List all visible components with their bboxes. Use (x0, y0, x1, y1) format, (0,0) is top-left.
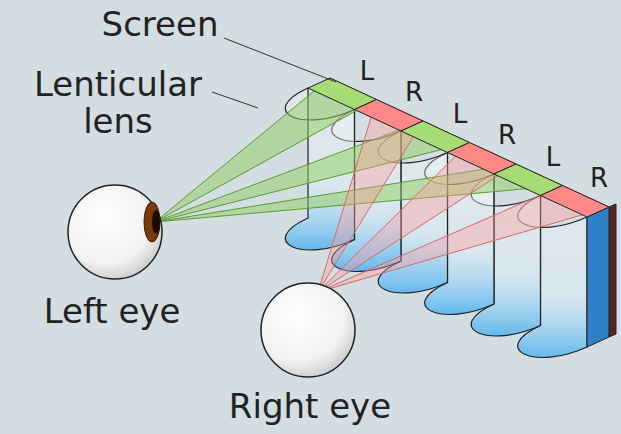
screen-strip (308, 78, 609, 217)
screen-side (609, 204, 616, 337)
pupil (152, 210, 160, 234)
eyeball (68, 185, 162, 279)
pixel-label: R (498, 121, 516, 150)
lens-cut-face (587, 207, 609, 347)
view-cone (318, 143, 516, 293)
eye-label: Left eye (44, 293, 181, 330)
screen-label: Screen (102, 6, 219, 43)
left-eye (68, 185, 162, 279)
leader-line (224, 38, 336, 82)
right-view-cones (318, 100, 609, 293)
pixel-label: R (405, 78, 423, 107)
iris (144, 202, 160, 242)
pixel-label: R (590, 164, 608, 193)
leader-line (212, 92, 258, 108)
pixel-label: L (453, 100, 468, 129)
eye-label: Right eye (229, 388, 391, 425)
lens-label: Lenticular lens (23, 66, 213, 141)
right-eye (261, 283, 355, 377)
pixel-label: L (546, 143, 561, 172)
view-cone (318, 186, 609, 293)
pixel-label: L (360, 57, 375, 86)
